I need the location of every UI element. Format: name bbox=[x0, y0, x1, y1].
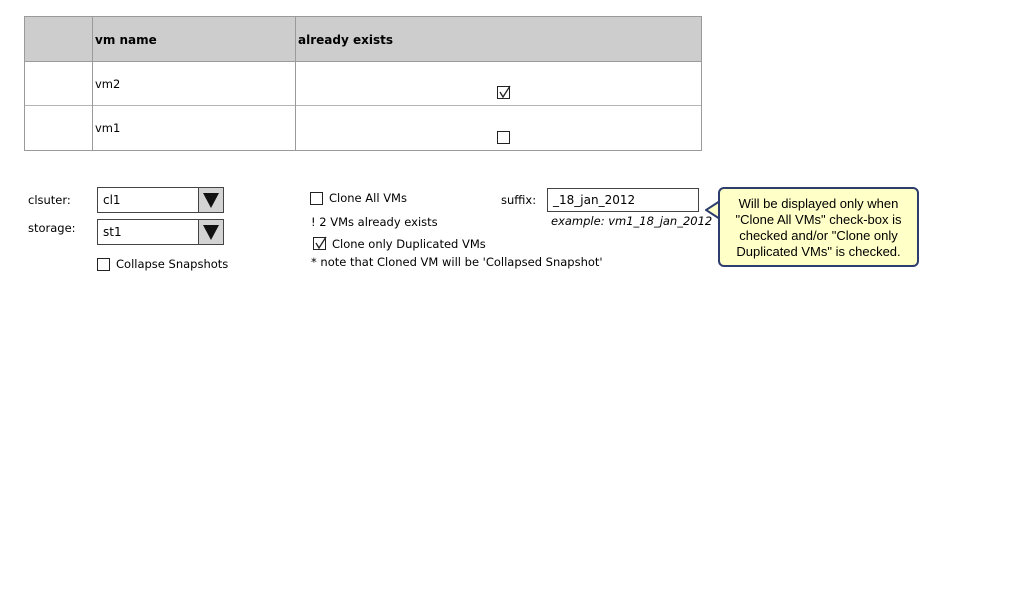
column-header-already-exists: already exists bbox=[298, 33, 393, 47]
checkmark-icon bbox=[499, 85, 511, 99]
column-header-vm-name: vm name bbox=[95, 33, 157, 47]
table-row[interactable]: vm2 bbox=[25, 62, 701, 106]
clone-duplicated-checkbox[interactable] bbox=[313, 236, 327, 250]
cluster-label: clsuter: bbox=[28, 193, 71, 207]
column-divider bbox=[295, 17, 296, 150]
tooltip-pointer bbox=[705, 200, 721, 220]
clone-all-checkbox[interactable] bbox=[310, 192, 323, 205]
collapsed-snapshot-note: * note that Cloned VM will be 'Collapsed… bbox=[311, 255, 603, 269]
cluster-select[interactable]: cl1 bbox=[97, 187, 224, 213]
cluster-select-value: cl1 bbox=[103, 193, 121, 207]
storage-label: storage: bbox=[28, 221, 76, 235]
cluster-dropdown-button[interactable] bbox=[198, 188, 223, 212]
table-header: vm name already exists bbox=[25, 17, 701, 62]
clone-all-label[interactable]: Clone All VMs bbox=[329, 191, 407, 205]
table-row[interactable]: vm1 bbox=[25, 106, 701, 150]
triangle-down-icon bbox=[203, 225, 219, 240]
storage-select[interactable]: st1 bbox=[97, 219, 224, 245]
storage-dropdown-button[interactable] bbox=[198, 220, 223, 244]
checkmark-icon bbox=[315, 236, 327, 250]
vm-name-cell: vm2 bbox=[95, 77, 121, 91]
clone-duplicated-label[interactable]: Clone only Duplicated VMs bbox=[332, 237, 486, 251]
column-divider bbox=[92, 17, 93, 150]
already-exists-checkbox[interactable] bbox=[497, 85, 511, 99]
already-exists-warning: ! 2 VMs already exists bbox=[311, 215, 438, 229]
storage-select-value: st1 bbox=[103, 225, 122, 239]
already-exists-checkbox[interactable] bbox=[497, 131, 510, 144]
vm-name-cell: vm1 bbox=[95, 121, 121, 135]
suffix-input[interactable]: _18_jan_2012 bbox=[547, 188, 699, 212]
tooltip-note: Will be displayed only when "Clone All V… bbox=[718, 187, 919, 267]
suffix-example: example: vm1_18_jan_2012 bbox=[551, 214, 713, 228]
collapse-snapshots-checkbox[interactable] bbox=[97, 258, 110, 271]
vm-table: vm name already exists vm2 vm1 bbox=[24, 16, 702, 151]
suffix-input-value: _18_jan_2012 bbox=[553, 193, 636, 207]
triangle-down-icon bbox=[203, 193, 219, 208]
suffix-label: suffix: bbox=[501, 193, 537, 207]
collapse-snapshots-label[interactable]: Collapse Snapshots bbox=[116, 257, 229, 271]
